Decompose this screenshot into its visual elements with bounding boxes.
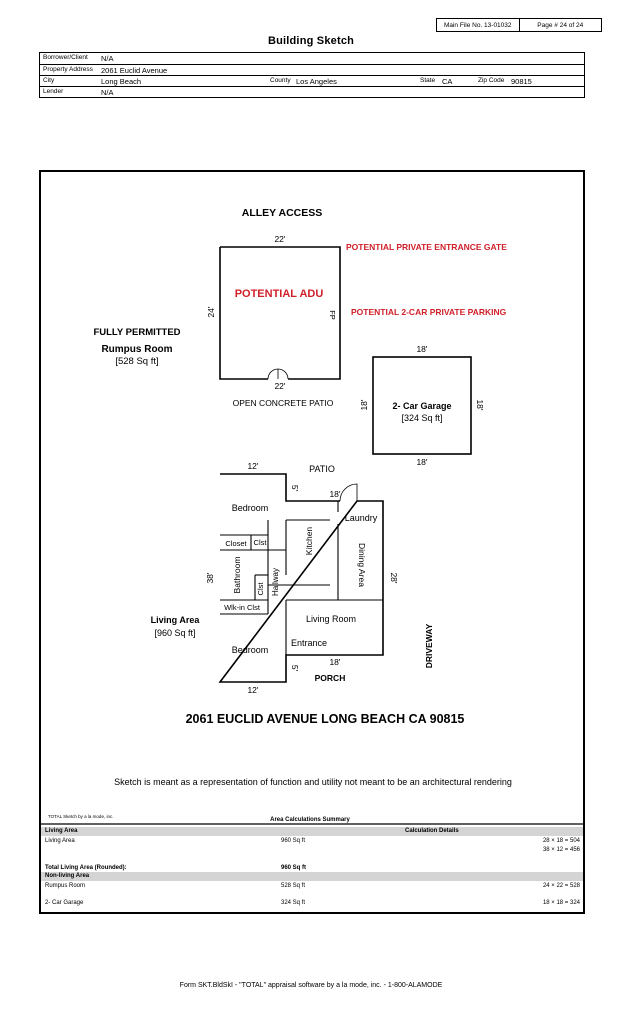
lender-value: N/A bbox=[101, 88, 114, 97]
dim-house-bottom: 12' bbox=[247, 685, 258, 695]
county-value: Los Angeles bbox=[296, 77, 337, 86]
zip-label: Zip Code bbox=[478, 77, 505, 84]
entrance-label: Entrance bbox=[291, 638, 327, 648]
living-room-label: Living Room bbox=[306, 614, 356, 624]
state-label: State bbox=[420, 77, 436, 84]
address-value: 2061 Euclid Avenue bbox=[101, 66, 168, 75]
state-value: CA bbox=[442, 77, 453, 86]
garage-calc: 18 × 18 = 324 bbox=[542, 900, 580, 906]
dim-notch-top-v: 5' bbox=[290, 485, 300, 492]
garage-outline bbox=[372, 356, 472, 455]
concrete-patio-label: OPEN CONCRETE PATIO bbox=[233, 398, 334, 408]
bedroom-top-label: Bedroom bbox=[232, 503, 269, 513]
hallway-label: Hallway bbox=[271, 568, 280, 596]
disclaimer-note: Sketch is meant as a representation of f… bbox=[114, 777, 512, 787]
living-area-label: Living Area bbox=[151, 615, 201, 625]
county-label: County bbox=[270, 77, 291, 84]
dim-garage-left: 18' bbox=[359, 399, 369, 410]
adu-door bbox=[267, 368, 289, 380]
address-caption: 2061 EUCLID AVENUE LONG BEACH CA 90815 bbox=[186, 712, 465, 726]
rumpus-calc: 24 × 22 = 528 bbox=[542, 883, 580, 889]
laundry-door bbox=[339, 483, 358, 502]
lender-label: Lender bbox=[43, 88, 64, 95]
total-living-label: Total Living Area (Rounded): bbox=[45, 865, 127, 871]
closet-label: Closet bbox=[225, 539, 247, 548]
dim-notch-bottom: 18' bbox=[329, 657, 340, 667]
living-header: Living Area bbox=[45, 828, 78, 834]
patio-label: PATIO bbox=[309, 464, 335, 474]
living-calc-1: 28 × 18 = 504 bbox=[542, 838, 580, 844]
living-calc-2: 38 × 12 = 456 bbox=[542, 847, 580, 853]
property-info-table: Borrower/Client N/A Property Address 206… bbox=[39, 52, 585, 98]
clst-bath-label: Clst bbox=[256, 582, 265, 596]
rumpus-area-label: [528 Sq ft] bbox=[115, 356, 158, 367]
gate-label: POTENTIAL PRIVATE ENTRANCE GATE bbox=[346, 242, 507, 252]
lender-row: Lender N/A bbox=[40, 86, 584, 99]
main-file-number: Main File No. 13-01032 bbox=[443, 21, 512, 29]
rumpus-room-label: Rumpus Room bbox=[101, 344, 172, 355]
zip-value: 90815 bbox=[511, 77, 532, 86]
dim-notch-top: 18' bbox=[329, 489, 340, 499]
dim-adu-top: 22' bbox=[274, 234, 285, 244]
dim-garage-bottom: 18' bbox=[416, 457, 427, 467]
garage-label: 2- Car Garage bbox=[392, 401, 451, 411]
area-summary-title: Area Calculations Summary bbox=[270, 817, 350, 823]
file-number-box: Main File No. 13-01032 Page # 24 of 24 bbox=[436, 18, 602, 32]
garage-area-label: [324 Sq ft] bbox=[401, 413, 442, 423]
nonliving-header: Non-living Area bbox=[45, 873, 90, 879]
living-row-label: Living Area bbox=[45, 838, 75, 844]
city-value: Long Beach bbox=[101, 77, 142, 86]
dim-house-top: 12' bbox=[247, 461, 258, 471]
living-row-value: 960 Sq ft bbox=[281, 838, 306, 844]
sketch-frame: ALLEY ACCESS POTENTIAL PRIVATE ENTRANCE … bbox=[39, 170, 585, 914]
total-living-value: 960 Sq ft bbox=[281, 865, 307, 871]
alley-access-label: ALLEY ACCESS bbox=[242, 207, 323, 219]
living-area-sqft: [960 Sq ft] bbox=[154, 628, 195, 638]
porch-label: PORCH bbox=[315, 673, 346, 683]
city-label: City bbox=[43, 77, 55, 84]
driveway-label: DRIVEWAY bbox=[424, 623, 434, 668]
dim-notch-bottom-v: 5' bbox=[290, 665, 300, 672]
page-title: Building Sketch bbox=[267, 35, 355, 47]
dim-house-right: 28' bbox=[389, 572, 399, 583]
borrower-value: N/A bbox=[101, 54, 114, 63]
kitchen-label: Kitchen bbox=[304, 527, 314, 556]
borrower-label: Borrower/Client bbox=[43, 54, 88, 61]
adu-label: POTENTIAL ADU bbox=[235, 288, 324, 300]
address-row: Property Address 2061 Euclid Avenue bbox=[40, 64, 584, 76]
garage-row-value: 324 Sq ft bbox=[281, 900, 306, 906]
nonliving-header-bar: Non-living Area bbox=[41, 872, 583, 881]
rumpus-row-value: 528 Sq ft bbox=[281, 883, 306, 889]
parking-label: POTENTIAL 2-CAR PRIVATE PARKING bbox=[351, 307, 507, 317]
address-label: Property Address bbox=[43, 66, 93, 73]
page-number: Page # 24 of 24 bbox=[518, 19, 602, 31]
walk-in-closet-label: Wlk-in Clst bbox=[224, 603, 261, 612]
garage-row-label: 2- Car Garage bbox=[45, 900, 84, 906]
dim-garage-right: 18' bbox=[475, 399, 485, 410]
rumpus-row-label: Rumpus Room bbox=[45, 883, 86, 889]
dim-house-left: 38' bbox=[205, 572, 215, 583]
adu-outline bbox=[219, 246, 341, 380]
laundry-label: Laundry bbox=[345, 513, 378, 523]
permitted-label: FULLY PERMITTED bbox=[93, 327, 180, 338]
bedroom-bottom-label: Bedroom bbox=[232, 645, 269, 655]
dim-adu-left: 24' bbox=[206, 306, 216, 317]
form-footer: Form SKT.BldSkI - "TOTAL" appraisal soft… bbox=[179, 982, 443, 989]
calc-header: Calculation Details bbox=[405, 828, 459, 834]
dim-garage-top: 18' bbox=[416, 344, 427, 354]
city-row: City Long Beach County Los Angeles State… bbox=[40, 75, 584, 87]
bathroom-label: Bathroom bbox=[232, 557, 242, 594]
living-header-bar: Living Area Calculation Details bbox=[41, 827, 583, 836]
dining-label: Dining Area bbox=[357, 543, 367, 587]
borrower-row: Borrower/Client N/A bbox=[40, 53, 584, 64]
sketch-credit: TOTAL Sketch by a la mode, inc. bbox=[48, 814, 113, 819]
fireplace-label: FP bbox=[328, 310, 337, 320]
floor-plan-sketch: ALLEY ACCESS POTENTIAL PRIVATE ENTRANCE … bbox=[41, 207, 583, 825]
dim-adu-bottom: 22' bbox=[274, 381, 285, 391]
clst-top-label: Clst bbox=[254, 538, 268, 547]
